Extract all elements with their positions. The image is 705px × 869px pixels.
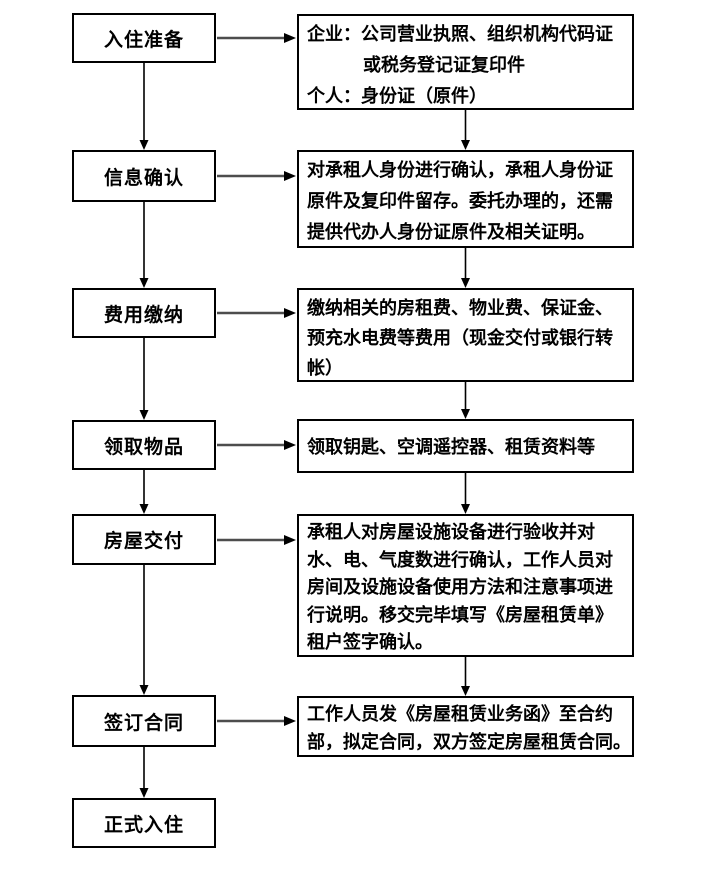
detail-line: 预充水电费等费用（现金交付或银行转 xyxy=(307,328,613,348)
detail-box-house-handover: 承租人对房屋设施设备进行验收并对 水、电、气度数进行确认，工作人员对 房间及设施… xyxy=(297,514,634,657)
step-label: 入住准备 xyxy=(103,29,184,51)
detail-line: 行说明。移交完毕填写《房屋租赁单》 xyxy=(307,604,613,625)
step-label: 房屋交付 xyxy=(103,531,184,552)
detail-line: 企业：公司营业执照、组织机构代码证 xyxy=(307,24,613,44)
detail-line: 或税务登记证复印件 xyxy=(363,55,525,75)
detail-line: 个人：身份证（原件） xyxy=(307,86,487,106)
detail-line: 承租人对房屋设施设备进行验收并对 xyxy=(307,522,595,542)
step-box-info-confirm: 信息确认 xyxy=(72,150,216,202)
step-label: 信息确认 xyxy=(103,167,184,189)
detail-line: 水、电、气度数进行确认，工作人员对 xyxy=(307,549,613,570)
detail-line: 对承租人身份进行确认，承租人身份证 xyxy=(307,160,613,180)
step-label: 正式入住 xyxy=(103,814,184,836)
step-box-house-handover: 房屋交付 xyxy=(72,514,216,565)
detail-line: 房间及设施设备使用方法和注意事项进 xyxy=(307,577,613,597)
arrow-down-icon xyxy=(139,63,149,798)
step-label: 领取物品 xyxy=(103,436,184,458)
detail-line: 工作人员发《房屋租赁业务函》至合约 xyxy=(307,704,613,724)
detail-box-checkin-prep: 企业：公司营业执照、组织机构代码证 或税务登记证复印件 个人：身份证（原件） xyxy=(297,14,634,110)
step-label: 费用缴纳 xyxy=(103,304,184,326)
step-box-fee-payment: 费用缴纳 xyxy=(72,288,216,338)
detail-line: 原件及复印件留存。委托办理的，还需 xyxy=(307,191,613,211)
step-box-official-checkin: 正式入住 xyxy=(72,798,216,848)
detail-box-info-confirm: 对承租人身份进行确认，承租人身份证 原件及复印件留存。委托办理的，还需 提供代办… xyxy=(297,150,634,248)
detail-line: 提供代办人身份证原件及相关证明。 xyxy=(307,222,595,242)
detail-line: 缴纳相关的房租费、物业费、保证金、 xyxy=(307,298,613,318)
detail-box-fee-payment: 缴纳相关的房租费、物业费、保证金、 预充水电费等费用（现金交付或银行转 帐） xyxy=(297,288,634,382)
arrow-down-icon xyxy=(461,110,470,696)
step-box-checkin-prep: 入住准备 xyxy=(72,13,216,63)
arrow-right-icon xyxy=(217,33,296,726)
step-box-collect-items: 领取物品 xyxy=(72,420,216,470)
detail-box-sign-contract: 工作人员发《房屋租赁业务函》至合约 部，拟定合同，双方签定房屋租赁合同。 xyxy=(297,696,634,757)
detail-box-collect-items: 领取钥匙、空调遥控器、租赁资料等 xyxy=(297,419,634,473)
step-box-sign-contract: 签订合同 xyxy=(72,695,216,747)
step-label: 签订合同 xyxy=(103,712,184,734)
detail-line: 帐） xyxy=(307,358,343,378)
detail-line: 租户签字确认。 xyxy=(307,632,433,652)
detail-line: 部，拟定合同，双方签定房屋租赁合同。 xyxy=(307,732,631,752)
detail-line: 领取钥匙、空调遥控器、租赁资料等 xyxy=(307,437,595,457)
